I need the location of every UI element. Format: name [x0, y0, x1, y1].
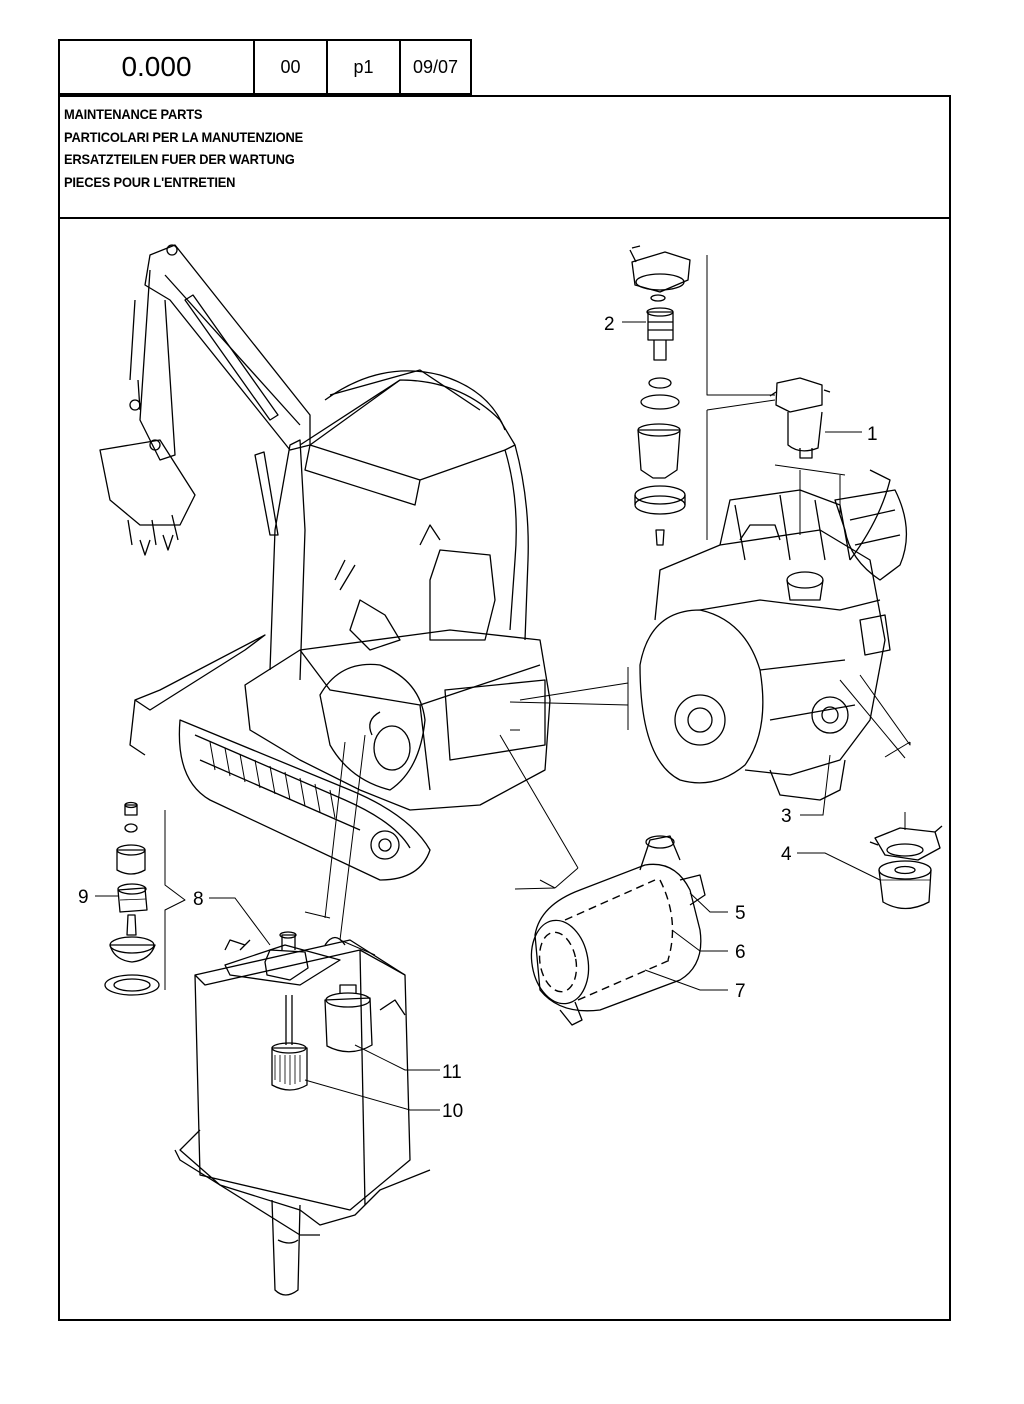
oil-filter-element: [878, 860, 932, 910]
callout-7: 7: [735, 981, 746, 1002]
callout-8: 8: [193, 889, 204, 910]
title-italian: PARTICOLARI PER LA MANUTENZIONE: [64, 128, 304, 145]
version-text: 00: [280, 56, 301, 77]
title-english: MAINTENANCE PARTS: [64, 106, 203, 122]
engine-drawing: [639, 469, 908, 801]
excavator-drawing: [99, 244, 551, 881]
date-cell: 09/07: [399, 39, 472, 95]
fuel-filter-exploded: [629, 245, 691, 546]
callout-2: 2: [604, 314, 615, 335]
title-french: PIECES POUR L'ENTRETIEN: [64, 173, 236, 190]
callout-11: 11: [442, 1062, 462, 1083]
title-german: ERSATZTEILEN FUER DER WARTUNG: [64, 151, 295, 167]
callout-10: 10: [442, 1101, 463, 1122]
callout-4: 4: [781, 844, 792, 865]
oil-filter-head: [869, 825, 943, 861]
callout-9: 9: [78, 887, 89, 908]
drawing-area: [58, 217, 951, 1321]
hydraulic-tank-drawing: [174, 931, 431, 1296]
fuel-filter-assembled: [769, 377, 831, 459]
callout-1: 1: [867, 424, 878, 445]
callout-labels: 1 2 3 4 5 6 7 8 9 10 11: [78, 314, 878, 1122]
callout-3: 3: [781, 806, 792, 827]
page-text: p1: [353, 56, 374, 77]
callout-leaders: [95, 321, 881, 1111]
document-code-text: 0.000: [121, 51, 192, 82]
date-text: 09/07: [412, 56, 459, 77]
document-code: 0.000: [58, 39, 255, 95]
air-filter-assembly: [530, 835, 706, 1026]
callout-5: 5: [735, 903, 746, 924]
return-filter-kit: [104, 801, 160, 996]
callout-6: 6: [735, 942, 746, 963]
